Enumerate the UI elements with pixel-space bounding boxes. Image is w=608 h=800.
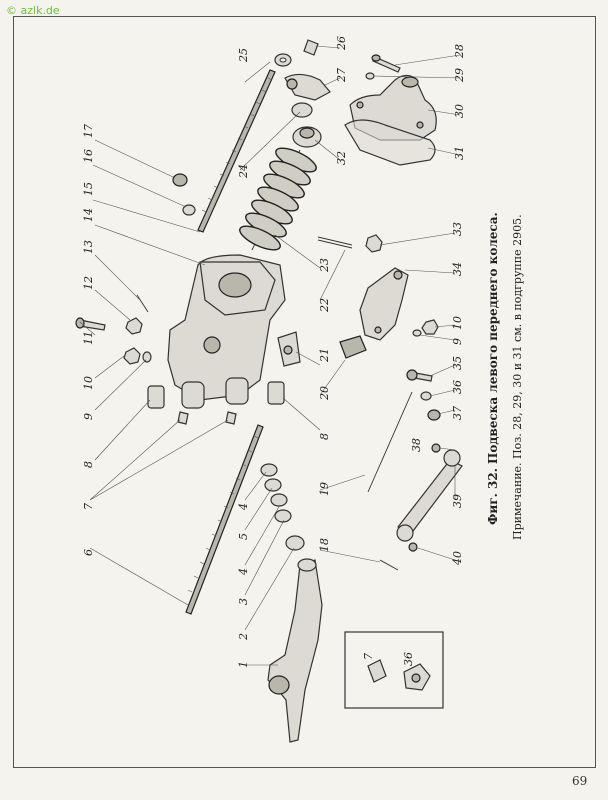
callout-2: 2 [237, 633, 250, 641]
callout-15: 15 [82, 182, 95, 196]
washer-36 [420, 391, 432, 401]
nut-33 [365, 234, 383, 253]
callout-5: 5 [237, 533, 250, 540]
callout-32: 32 [335, 151, 348, 165]
fitting-7b [225, 411, 237, 425]
spring-seat-32 [292, 126, 322, 148]
callout-10b: 10 [451, 316, 464, 330]
callout-38: 38 [410, 438, 423, 452]
callout-36: 36 [451, 380, 464, 394]
nut-10 [123, 347, 141, 365]
fitting-7a [177, 411, 189, 425]
callout-6: 6 [82, 549, 95, 556]
callout-39: 39 [451, 494, 464, 508]
figure-title: Фиг. 32. Подвеска левого переднего колес… [486, 212, 500, 525]
bolt-35 [406, 369, 433, 382]
buffer-21 [277, 331, 301, 367]
callout-8b: 8 [318, 433, 331, 440]
nut-10b [421, 319, 439, 335]
washer-29 [365, 72, 375, 80]
callout-3: 3 [237, 598, 250, 605]
bushing-8a [147, 385, 165, 409]
watermark: © azlk.de [6, 4, 60, 17]
callout-16: 16 [82, 149, 95, 163]
bracket-34 [359, 267, 409, 341]
arm-39 [396, 449, 463, 542]
callout-22: 22 [318, 298, 331, 313]
washer-16 [182, 204, 196, 216]
callout-19: 19 [318, 482, 331, 496]
bolt-28 [371, 54, 401, 73]
fitting-38 [431, 443, 441, 453]
callout-40: 40 [451, 551, 464, 566]
callout-14: 14 [82, 208, 95, 222]
washer-9 [142, 351, 152, 363]
housing-14 [167, 254, 286, 409]
callout-34: 34 [451, 262, 464, 276]
washer-25 [274, 53, 292, 67]
callout-9b: 9 [451, 338, 464, 345]
callout-24: 24 [237, 164, 250, 179]
cap-17 [172, 173, 188, 187]
nut-37 [427, 409, 441, 421]
leader-lines [79, 45, 461, 666]
callout-21: 21 [318, 348, 331, 363]
callout-18: 18 [318, 538, 331, 552]
figure-note: Примечание. Поз. 28, 29, 30 и 31 см. в п… [511, 214, 524, 540]
bolt-26 [303, 39, 319, 56]
pin-18 [379, 559, 399, 571]
washer-9b [412, 329, 422, 337]
callout-7: 7 [82, 503, 95, 510]
coil-spring-23 [239, 147, 317, 251]
callout-4a: 4 [237, 503, 250, 511]
bolt-11 [75, 317, 106, 331]
nut-12 [125, 317, 143, 335]
strip-6 [185, 424, 264, 615]
bushing-8b [267, 381, 285, 405]
callout-23: 23 [318, 258, 331, 273]
callout-13: 13 [82, 240, 95, 254]
callout-1: 1 [237, 661, 250, 668]
page-frame [13, 16, 596, 768]
callout-inset-36: 36 [402, 652, 415, 666]
callout-17: 17 [82, 124, 95, 138]
pin-13 [136, 294, 149, 313]
callout-10: 10 [82, 376, 95, 390]
callout-30: 30 [453, 104, 466, 118]
shims-2-5 [260, 463, 305, 551]
callout-20: 20 [318, 386, 331, 401]
pin-19 [367, 391, 413, 493]
inset-box [344, 631, 444, 709]
bump-24 [291, 102, 313, 118]
callout-27: 27 [335, 68, 348, 83]
callout-8: 8 [82, 461, 95, 468]
callout-37: 37 [451, 406, 464, 420]
callout-29: 29 [453, 68, 466, 83]
callout-35: 35 [451, 356, 464, 370]
callout-9: 9 [82, 413, 95, 420]
callout-4b: 4 [237, 568, 250, 576]
page-number: 69 [572, 774, 588, 788]
callout-26: 26 [335, 36, 348, 51]
fitting-40 [408, 542, 418, 552]
knuckle-1 [267, 558, 323, 743]
buffer-20 [339, 335, 367, 359]
callout-28: 28 [453, 44, 466, 59]
callout-31: 31 [453, 146, 466, 160]
callout-33: 33 [451, 222, 464, 236]
gasket-31 [344, 119, 436, 166]
strip-25 [197, 69, 276, 233]
callout-25: 25 [237, 48, 250, 63]
cotter-pin-22 [317, 236, 353, 249]
callout-inset-7: 7 [362, 653, 375, 660]
callout-labels: 17 16 15 14 13 12 11 10 9 8 7 6 25 24 4 … [82, 36, 466, 668]
lever-27 [284, 73, 331, 101]
callout-11: 11 [82, 331, 95, 345]
callout-12: 12 [82, 276, 95, 290]
